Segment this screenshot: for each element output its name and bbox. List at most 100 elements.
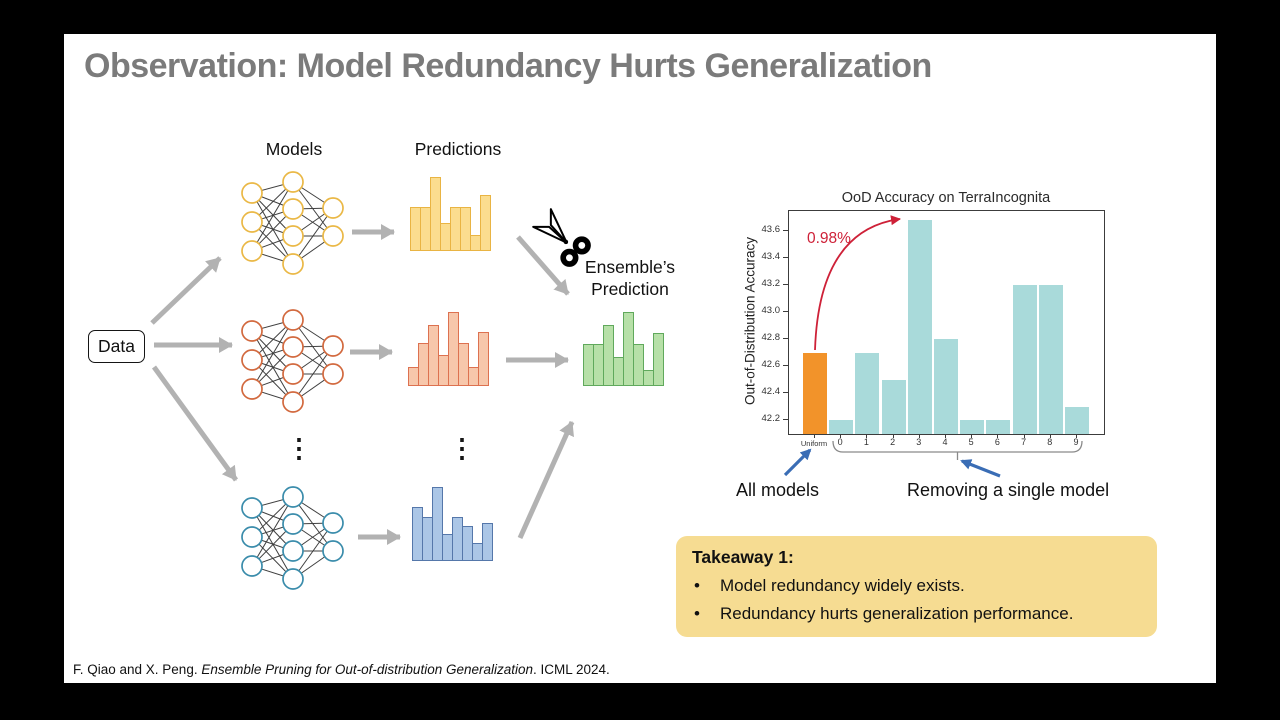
takeaway-bullet-2: • Redundancy hurts generalization perfor… xyxy=(692,604,1141,624)
chart-bar-4 xyxy=(934,339,958,434)
chart-bar-2 xyxy=(881,380,906,434)
x-tick xyxy=(1076,434,1077,438)
histogram-bar xyxy=(603,325,614,386)
slide: Observation: Model Redundancy Hurts Gene… xyxy=(64,34,1216,683)
network-node xyxy=(322,363,344,385)
y-tick-label: 42.6 xyxy=(761,359,781,371)
network-node xyxy=(322,225,344,247)
y-tick xyxy=(783,310,788,312)
x-tick xyxy=(1049,434,1051,438)
network-node xyxy=(241,349,263,371)
citation-authors: F. Qiao and X. Peng. xyxy=(73,662,202,677)
y-tick-label: 43.6 xyxy=(761,224,781,236)
takeaway-bullet-1-text: Model redundancy widely exists. xyxy=(720,576,965,595)
gain-annotation: 0.98% xyxy=(807,230,851,247)
histogram-bar xyxy=(633,344,644,386)
network-node xyxy=(322,197,344,219)
histogram-bar xyxy=(480,195,491,251)
network-node xyxy=(282,253,304,275)
network-node xyxy=(241,378,263,400)
takeaway-title: Takeaway 1: xyxy=(692,547,794,567)
chart-bar-3 xyxy=(907,220,932,434)
network-node xyxy=(282,486,304,508)
neural-network-bottom xyxy=(241,486,344,590)
chart-bar-1 xyxy=(855,353,880,434)
chart-bar-9 xyxy=(1065,407,1089,434)
network-node xyxy=(282,540,304,562)
x-tick xyxy=(997,434,999,438)
network-node xyxy=(241,211,263,233)
histogram-bar xyxy=(460,207,471,251)
y-tick-label: 43.4 xyxy=(761,251,781,263)
chart-bar-7 xyxy=(1012,285,1037,434)
network-node xyxy=(282,198,304,220)
y-tick-label: 43.2 xyxy=(761,278,781,290)
chart-bar-5 xyxy=(960,420,985,434)
vertical-ellipsis-icon: ⋮ xyxy=(449,433,475,463)
y-tick xyxy=(783,391,788,393)
x-tick xyxy=(945,434,946,438)
x-tick xyxy=(918,434,920,438)
histogram-bar xyxy=(478,332,489,386)
ensemble-label-line1: Ensemble’s xyxy=(584,257,676,277)
flow-arrow xyxy=(516,235,570,296)
pointer-arrow xyxy=(960,459,1001,478)
predictions-label: Predictions xyxy=(414,139,502,159)
y-tick-label: 42.8 xyxy=(761,332,781,344)
citation-venue: . ICML 2024. xyxy=(533,662,610,677)
chart-bar-8 xyxy=(1038,285,1063,434)
x-tick-label: Uniform xyxy=(800,439,828,448)
histogram-bar xyxy=(482,523,493,561)
bullet-icon: • xyxy=(694,576,700,595)
pointer-arrow xyxy=(783,448,812,477)
vertical-ellipsis-icon: ⋮ xyxy=(286,433,312,463)
network-node xyxy=(282,309,304,331)
chart-bar-Uniform xyxy=(803,353,827,434)
x-tick xyxy=(840,434,842,438)
network-node xyxy=(282,336,304,358)
histogram-bar xyxy=(458,343,469,386)
y-tick xyxy=(783,283,788,285)
data-node: Data xyxy=(88,330,145,363)
network-node xyxy=(282,513,304,535)
network-node xyxy=(282,171,304,193)
models-label: Models xyxy=(265,139,323,159)
neural-network-top xyxy=(241,171,344,275)
network-node xyxy=(241,320,263,342)
takeaway-bullet-1: • Model redundancy widely exists. xyxy=(692,576,1141,596)
prediction-histogram-orange xyxy=(408,310,489,386)
network-node xyxy=(241,497,263,519)
x-tick xyxy=(814,434,815,438)
neural-network-middle xyxy=(241,309,344,413)
histogram-bar xyxy=(430,177,441,251)
chart-title: OoD Accuracy on TerraIncognita xyxy=(841,190,1051,206)
chart-bar-6 xyxy=(986,420,1011,434)
prediction-histogram-blue xyxy=(412,485,493,561)
x-tick xyxy=(971,434,973,438)
network-node xyxy=(322,512,344,534)
y-tick xyxy=(783,364,788,366)
network-node xyxy=(282,391,304,413)
flow-arrow xyxy=(150,256,222,325)
y-tick-label: 42.2 xyxy=(761,413,781,425)
takeaway-bullet-2-text: Redundancy hurts generalization performa… xyxy=(720,604,1074,623)
chart-bar-0 xyxy=(829,420,854,434)
y-tick-label: 43.0 xyxy=(761,305,781,317)
network-node xyxy=(241,240,263,262)
prediction-histogram-yellow xyxy=(410,175,491,251)
y-tick xyxy=(783,418,788,420)
citation: F. Qiao and X. Peng. Ensemble Pruning fo… xyxy=(73,662,610,677)
flow-arrow xyxy=(151,365,239,482)
histogram-bar xyxy=(653,333,664,386)
x-tick-label: 9 xyxy=(1073,437,1079,447)
bullet-icon: • xyxy=(694,604,700,623)
x-tick xyxy=(866,434,868,438)
x-tick xyxy=(892,434,894,438)
slide-title: Observation: Model Redundancy Hurts Gene… xyxy=(84,47,932,85)
chart-plot-area xyxy=(788,210,1105,435)
network-node xyxy=(241,526,263,548)
ensemble-prediction-label: Ensemble’s Prediction xyxy=(564,256,696,300)
data-node-label: Data xyxy=(98,336,135,356)
network-node xyxy=(241,182,263,204)
